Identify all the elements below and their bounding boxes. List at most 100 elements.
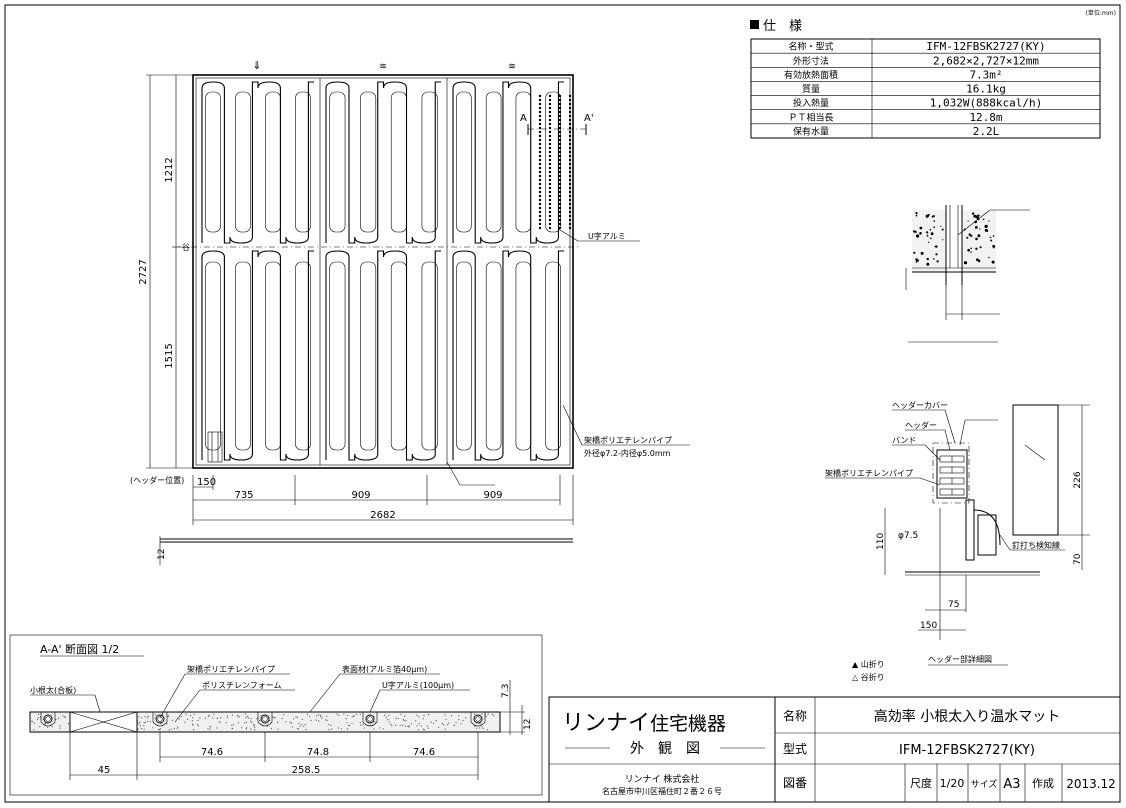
header-body [936,449,968,499]
foam-dot [250,720,252,722]
foam-dot [336,713,338,715]
foam-dot [149,721,151,723]
concrete-speckle [916,234,920,238]
foam-dot [140,717,142,719]
concrete-speckle [930,237,932,240]
size-label: サイズ [971,778,998,790]
label-konoita-plywood: 小根太(合板) [30,685,76,695]
foam-dot [143,728,145,730]
foam-dot [192,717,194,719]
dim-74-8: 74.8 [307,747,329,758]
foam-dot [152,727,154,729]
u-alumi-dot [568,126,572,130]
u-alumi-dot [538,206,542,210]
u-alumi-dot [548,134,552,138]
foam-dot [166,723,168,725]
u-alumi-dot [538,134,542,138]
foam-dot [351,716,353,718]
label-nail: 釘打ち検知線 [1012,540,1060,550]
u-alumi-dot [558,138,562,142]
u-alumi-dot [558,130,562,134]
spec-value: 12.8m [969,111,1002,124]
dim-1212: 1212 [164,157,175,182]
foam-dot [231,728,233,730]
foam-dot [420,725,422,727]
foam-dot [435,720,437,722]
header-stub [207,431,223,463]
foam-dot [245,728,247,730]
foam-dot [301,718,303,721]
u-alumi-dot [558,158,562,162]
u-alumi-dot [538,118,542,122]
foam-dot [391,725,393,727]
foam-dot [487,713,489,715]
u-alumi-dot [548,110,552,114]
pipe-run [201,250,314,461]
u-alumi-dot [538,170,542,174]
concrete-speckle [977,234,981,238]
section-aa: A-A' 断面図 1/2 小根太(合板) 架橋ポリエチレンパイプ ポリスチレンフ… [9,634,543,796]
concrete-speckle [926,262,930,266]
valley-fold-mark: 谷 [182,243,190,252]
u-alumi-dot [538,142,542,146]
foam-dot [340,728,342,730]
u-alumi-dot [538,194,542,198]
foam-dot [253,725,255,727]
foam-dot [321,717,323,719]
u-alumi-dot [568,146,572,150]
u-alumi-dot [548,122,552,126]
u-alumi-dot [538,178,542,182]
dim-150: 150 [197,477,216,488]
concrete-speckle [975,237,978,241]
name-label: 名称 [783,708,807,723]
foam-dot [212,717,214,719]
foam-dot [219,721,221,723]
concrete-speckle [974,220,977,224]
u-alumi-dot [538,222,542,226]
u-alumi-dot [568,122,572,126]
u-alumi-dot [538,186,542,190]
foam-dot [415,720,417,722]
foam-dot [330,724,332,726]
concrete-speckle [971,212,975,215]
foam-dot [346,728,348,730]
concrete-speckle [919,226,923,230]
foam-dot [493,715,495,717]
foam-dot [303,725,305,727]
label-pipe-size: 外径φ7.2-内径φ5.0mm [584,448,671,458]
u-alumi-dot [538,174,542,178]
concrete-speckle [933,220,936,222]
u-alumi-dot [568,186,572,190]
foam-dot [31,720,33,722]
u-alumi-dot [538,158,542,162]
u-alumi-dot [568,206,572,210]
section-mark-a2: A' [584,113,594,124]
company-address: 名古屋市中川区福住町２番２６号 [602,786,722,796]
u-alumi-dot [558,134,562,138]
foam-dot [291,726,293,728]
foam-dot [207,715,209,718]
foam-dot [445,718,447,721]
u-alumi-dot [568,178,572,182]
foam-dot [245,721,247,723]
u-alumi-dot [548,106,552,110]
foam-dot [33,729,35,731]
foam-dot [290,722,292,724]
foam-dot [59,727,61,729]
dim-12: 12 [157,549,167,560]
foam-dot [438,726,440,728]
foam-dot [141,727,143,730]
foam-dot [256,718,258,720]
foam-dot [237,722,240,724]
foam-dot [245,713,247,715]
unit-note: (単位:mm) [1086,9,1116,17]
pipe-run [201,81,314,244]
u-alumi-dot [538,94,542,98]
foam-dot [338,714,340,716]
foam-dot [199,717,201,719]
concrete-speckle [936,260,939,263]
u-alumi-dot [558,154,562,158]
u-alumi-dot [548,186,552,190]
foam-dot [51,726,53,728]
foam-dot [298,728,300,730]
